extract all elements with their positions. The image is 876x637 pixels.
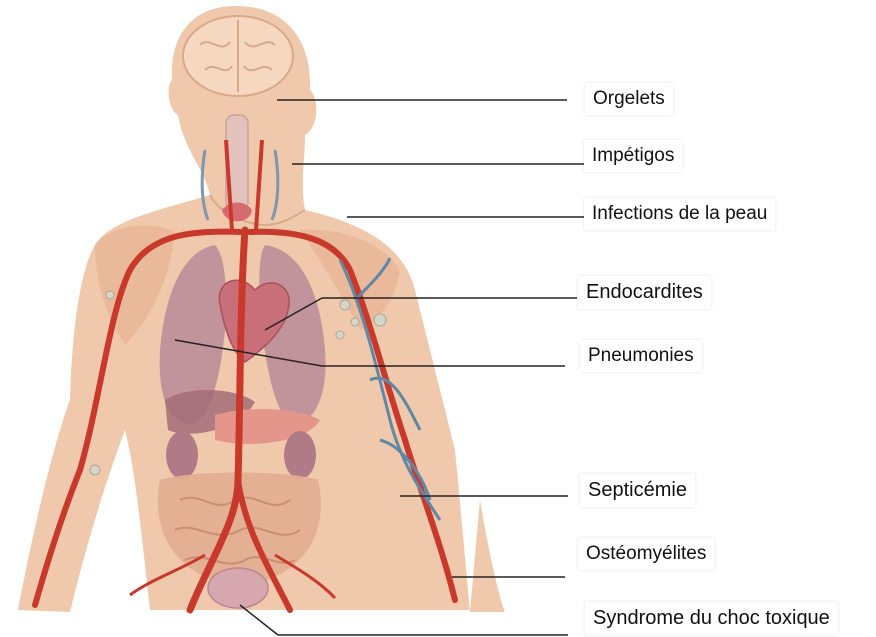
label-infections-peau: Infections de la peau xyxy=(584,198,775,230)
label-pneumonies: Pneumonies xyxy=(580,340,702,372)
bladder xyxy=(208,568,268,608)
label-endocardites: Endocardites xyxy=(578,276,711,309)
right-kidney xyxy=(284,431,316,479)
label-choc-toxique: Syndrome du choc toxique xyxy=(585,602,838,635)
label-osteomyelites: Ostéomyélites xyxy=(578,538,714,570)
left-kidney xyxy=(166,431,198,479)
label-impetigos: Impétigos xyxy=(584,140,682,172)
label-septicemie: Septicémie xyxy=(580,474,695,507)
label-orgelets: Orgelets xyxy=(585,83,673,115)
